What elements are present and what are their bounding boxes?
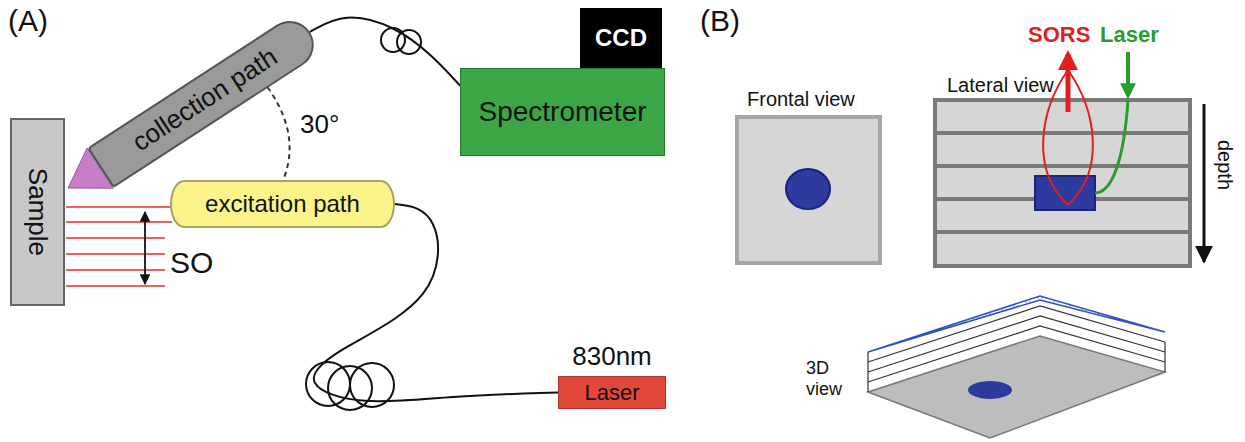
node-label: CCD — [595, 24, 647, 52]
laser-arrow — [1126, 52, 1130, 96]
layer-lines — [935, 133, 1190, 232]
node-label: Sample — [23, 168, 53, 256]
frontal-sample — [737, 117, 880, 263]
inclusion — [786, 169, 830, 209]
node-shape — [933, 101, 1192, 271]
view-label: 3D view — [806, 358, 862, 399]
laser-label: Laser — [1100, 22, 1159, 47]
collection-probe: collection path — [87, 12, 323, 188]
bottom-layer — [868, 336, 1165, 438]
laser-box: 830nmLaser — [558, 342, 666, 409]
spectrometer-box: Spectrometer — [460, 68, 665, 156]
node-label: Spectrometer — [478, 96, 646, 128]
sors-arrow — [1066, 54, 1071, 112]
ccd-box: CCD — [580, 8, 662, 68]
laser-path — [1095, 100, 1128, 193]
node-shape: excitation path — [170, 180, 395, 228]
sample-block: Sample — [10, 118, 65, 306]
laser-beams — [66, 207, 172, 286]
signal-label: SORS — [1028, 22, 1090, 47]
node-label: excitation path — [205, 190, 360, 218]
lateral-view-panel: Lateral view — [933, 74, 1192, 271]
node-label: Laser — [584, 380, 639, 405]
panel-letter: (B) — [700, 4, 740, 39]
node-shape: Laser — [558, 376, 666, 409]
panel-letter: (A) — [8, 4, 48, 39]
angle-value: 30° — [300, 110, 339, 140]
axis-label: depth — [1213, 140, 1236, 190]
node-label: collection path — [127, 42, 283, 158]
inclusion — [968, 381, 1012, 399]
node-shape: CCD — [580, 8, 662, 68]
node-shape: Spectrometer — [460, 68, 665, 156]
depth-arrow — [1203, 104, 1206, 262]
node-heading: Lateral view — [933, 74, 1192, 97]
node-heading: Frontal view — [735, 88, 882, 111]
frontal-view-panel: Frontal view — [735, 88, 882, 265]
excitation-probe: excitation path — [170, 180, 395, 228]
optical-fiber — [314, 204, 558, 401]
top-layer — [868, 296, 1165, 352]
node-shape — [735, 115, 882, 265]
angle-arc — [262, 80, 290, 178]
node-heading: 830nm — [558, 342, 666, 372]
offset-label: SO — [170, 246, 213, 281]
node-shape: collection path — [87, 12, 323, 188]
lateral-sample — [935, 100, 1190, 266]
node-shape: Sample — [10, 118, 65, 306]
offset-arrow — [144, 212, 146, 284]
optical-fiber — [310, 18, 460, 86]
